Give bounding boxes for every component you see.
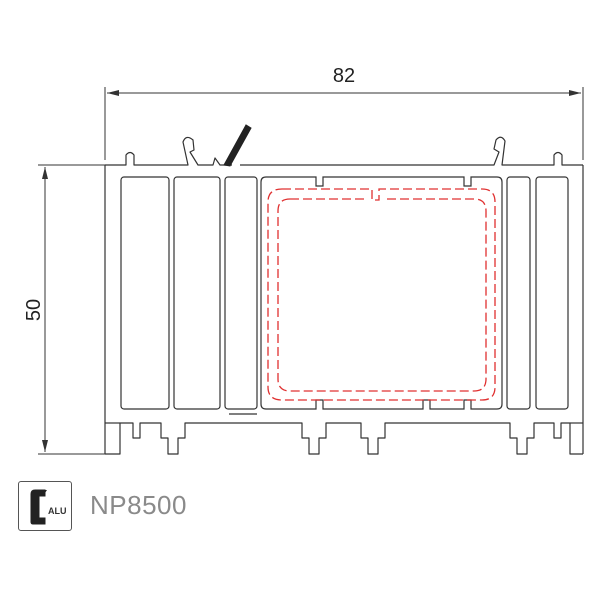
product-code: NP8500	[90, 490, 187, 520]
height-dimension-value: 50	[23, 299, 45, 321]
profile-top-edge	[105, 136, 583, 166]
profile-chambers	[120, 176, 569, 415]
width-arrow-right	[569, 90, 581, 96]
gasket-lip	[223, 124, 252, 167]
chamber-6	[535, 176, 569, 410]
height-arrow-bottom	[42, 440, 48, 452]
chamber-main	[260, 176, 503, 410]
chamber-5	[506, 176, 531, 410]
chamber-2	[173, 176, 221, 410]
profile-outline	[104, 136, 584, 455]
height-arrow-top	[42, 167, 48, 179]
width-dimension-value: 82	[333, 65, 355, 87]
profile-bottom-edge	[105, 422, 583, 455]
aluminium-profile-icon	[30, 489, 47, 525]
reinforcement-insert	[267, 188, 496, 401]
alu-label: ALU	[48, 506, 67, 516]
chamber-1	[120, 176, 170, 410]
reinforcement-inner	[277, 198, 487, 392]
chamber-3	[224, 176, 258, 410]
alu-badge: ALU	[18, 481, 72, 531]
width-arrow-left	[107, 90, 119, 96]
height-dimension	[38, 164, 105, 455]
reinforcement-outer	[267, 188, 496, 401]
width-dimension	[104, 87, 584, 160]
